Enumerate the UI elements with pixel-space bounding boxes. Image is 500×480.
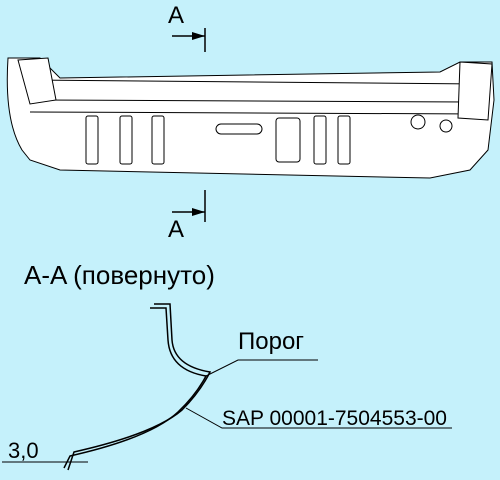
part-number-label: SAP 00001-7504553-00 bbox=[222, 407, 447, 430]
section-marker-top-arrow bbox=[172, 28, 206, 52]
sill-panel bbox=[6, 57, 495, 179]
leader-lines bbox=[2, 359, 452, 463]
section-title: A-A (повернуто) bbox=[24, 260, 215, 290]
sill-section-profile bbox=[63, 303, 212, 471]
section-marker-bottom-label: A bbox=[168, 216, 185, 243]
section-marker-bottom-arrow bbox=[172, 190, 206, 222]
part-name-label: Порог bbox=[238, 328, 305, 355]
thickness-dimension: 3,0 bbox=[8, 438, 39, 463]
section-marker-top-label: A bbox=[168, 2, 185, 29]
